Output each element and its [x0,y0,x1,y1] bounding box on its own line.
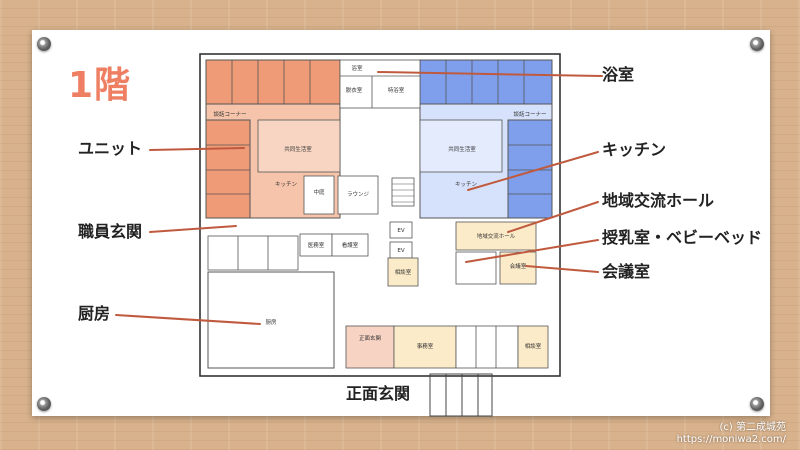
leader-line [525,265,599,273]
room-label: 浴室 [351,64,363,72]
room-label: EV [397,248,404,254]
callout-unit: ユニット [78,139,143,158]
bottom-rooms [455,325,519,369]
room-label: 脱衣室 [346,86,363,94]
room-label: 談話コーナー [213,110,246,118]
bath-block [339,59,421,109]
room-label: 中庭 [313,188,325,196]
room-label: 地域交流ホール [477,232,516,240]
lounge-area [337,175,379,215]
ev-shaft-1 [389,221,413,239]
room-label: 談話コーナー [513,110,546,118]
entrance-hall-room [345,325,395,369]
room-label: 共同生活室 [448,145,476,153]
room-label: 相談室 [525,342,542,350]
leader-line [465,239,599,263]
callout-kitchen-main: 厨房 [78,304,111,323]
living-left-room [257,119,341,173]
nursing-room-area [455,251,497,285]
copyright-line-1: (c) 第二成城苑 [719,422,786,433]
room-label: キッチン [455,181,478,188]
room-label: EV [397,228,404,234]
room-label: 厨房 [265,318,277,326]
meeting-room [499,251,537,285]
room-label: 正面玄関 [359,334,382,342]
nurse-room [331,233,369,257]
floor-title: 1階 [68,65,132,106]
consult-room-2 [517,325,549,369]
room-label: 相談室 [395,268,412,276]
pin-icon [37,397,51,411]
room-label: 事務室 [417,342,434,350]
room-label: 会議室 [510,262,527,270]
office-room [393,325,457,369]
pin-icon [750,397,764,411]
consult-room-1 [387,257,419,287]
stair-block [391,177,415,207]
kitchen-big-room [207,271,335,369]
callout-kitchen: キッチン [602,140,667,159]
entrance-canopy [429,373,493,417]
living-right-room [419,119,503,173]
left-band-rooms [207,235,299,271]
callout-meeting-room: 会議室 [602,262,651,281]
unit-left-rooms-top [205,59,341,105]
leader-line [467,151,599,191]
callout-main-entrance: 正面玄関 [346,384,411,403]
room-label: キッチン [275,181,298,188]
leader-line [115,314,261,325]
unit-right-rooms-side [507,119,553,219]
room-label: ラウンジ [347,190,370,198]
callout-community-hall: 地域交流ホール [602,191,715,210]
leader-line [507,201,599,233]
copyright: (c) 第二成城苑 https://moniwa2.com/ [677,422,786,446]
room-label: 看護室 [342,241,359,249]
callout-staff-entrance: 職員玄関 [78,222,143,241]
leader-line [149,147,245,151]
room-label: 特浴室 [388,86,405,94]
pin-icon [750,37,764,51]
leader-line [377,71,603,77]
courtyard-area [303,175,335,215]
callout-bath: 浴室 [602,65,635,84]
unit-right-rooms-top [419,59,553,105]
room-label: 共同生活室 [284,145,312,153]
copyright-line-2: https://moniwa2.com/ [676,434,786,445]
unit-left-rooms-side [205,119,251,219]
pin-icon [37,37,51,51]
leader-line [149,225,237,233]
callout-nursing-room: 授乳室・ベビーベッド [602,228,763,247]
room-label: 医務室 [308,241,325,249]
